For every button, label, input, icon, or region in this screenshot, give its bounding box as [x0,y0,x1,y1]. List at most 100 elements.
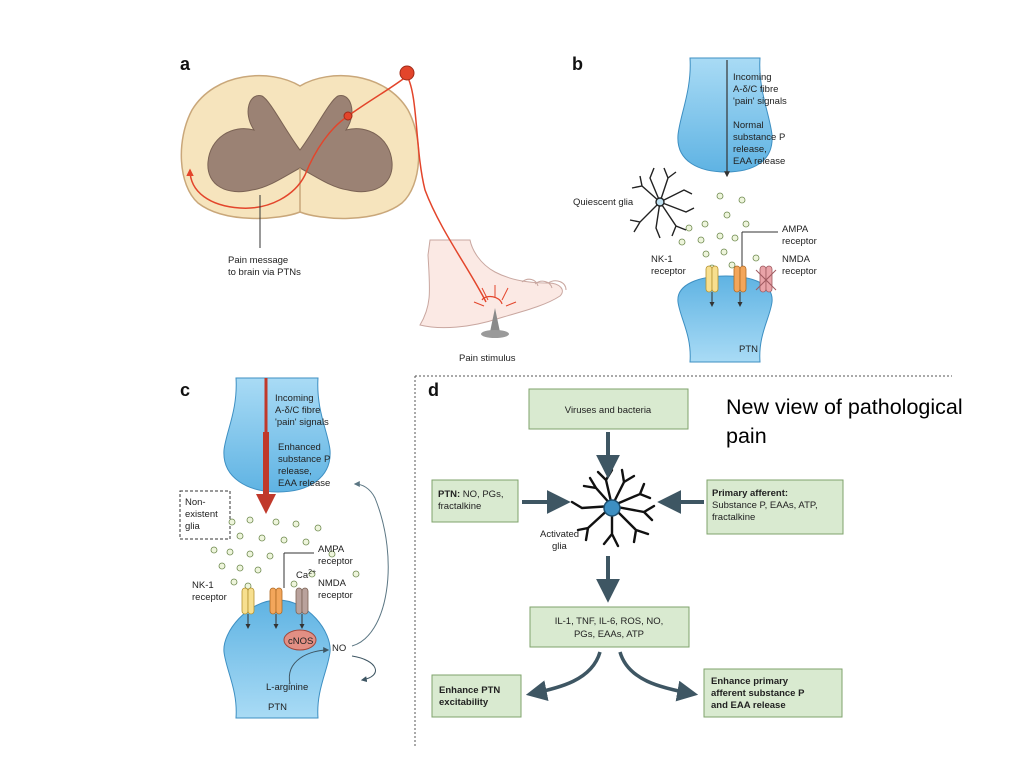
ampa-receptor-icon [269,587,283,629]
enhanced-release-arrowhead [256,494,276,514]
quiescent-glia-icon [629,167,695,239]
enhance-ptn-line1: Enhance PTN [439,685,500,696]
panel-c-label: c [180,380,190,400]
cnos-enzyme [283,629,317,651]
postsynaptic-neuron-ptn [677,275,773,363]
b-release-2: substance P [733,132,785,143]
c-nk1-2: receptor [192,592,227,603]
ptn-factors-line2: fractalkine [438,501,481,512]
panel-d-label: d [428,380,439,400]
postsynaptic-neuron-ptn [223,599,331,719]
enhance-afferent-line1: Enhance primary [711,676,789,687]
c-release-4: EAA release [278,478,330,489]
no-loop-arrow [351,655,376,683]
panel-d: d Viruses and bacteria PTN: NO, PGs, fra… [414,375,952,748]
slide-title-line2: pain [726,424,767,448]
activated-glia-label-2: glia [552,541,568,552]
ampa-receptor-icon [733,265,747,307]
foot-icon [419,239,563,329]
c-nmda-2: receptor [318,590,353,601]
c-ptn-label: PTN [268,702,287,713]
c-incoming-1: Incoming [275,393,314,404]
activated-glia-label-1: Activated [540,529,579,540]
c-nk1-1: NK-1 [192,580,214,591]
c-incoming-2: A-δ/C fibre [275,405,320,416]
retrograde-no-arrow [351,481,389,647]
panel-a-label: a [180,54,191,74]
panel-a: a Pain message to brain via PTNs [180,54,567,364]
panel-b: b Incoming A-δ/C fibre 'pain' signals No… [572,54,817,363]
enhance-ptn-line2: excitability [439,697,489,708]
mediators-to-afferent-arrow [618,651,699,702]
b-release-1: Normal [733,120,764,131]
toe-outline [547,280,567,291]
enhance-afferent-line2: afferent substance P [711,688,805,699]
mediators-to-ptn-arrow [525,651,602,702]
primary-afferent-title: Primary afferent: [712,488,788,499]
c-no: NO [332,643,346,654]
c-release-3: release, [278,466,312,477]
c-ca: Ca2+ [296,569,316,581]
b-release-4: EAA release [733,156,785,167]
pain-message-label-1: Pain message [228,255,288,266]
enhance-ptn-box [431,674,522,718]
primary-afferent-box [706,479,844,535]
neurotransmitter-vesicles [678,192,760,272]
c-cnos: cNOS [288,636,313,647]
viruses-label: Viruses and bacteria [565,405,652,416]
pain-stimulus-label: Pain stimulus [459,353,516,364]
primary-afferent-line1: Substance P, EAAs, ATP, [712,500,818,511]
b-ptn-label: PTN [739,344,758,355]
quiescent-glia-label: Quiescent glia [573,197,634,208]
b-ampa-2: receptor [782,236,817,247]
c-glia-1: Non- [185,497,206,508]
b-release-3: release, [733,144,767,155]
panel-c: c Incoming A-δ/C fibre 'pain' signals En… [179,377,389,719]
mediators-box [529,606,690,648]
nk1-receptor-icon [241,587,255,629]
slide-title: New view of pathological pain [726,393,1016,451]
slide-title-line1: New view of pathological [726,395,963,419]
c-glia-2: existent [185,509,218,520]
c-arginine: L-arginine [266,682,308,693]
dorsal-root-ganglion [399,65,415,81]
nociceptor-ending [481,295,503,305]
c-ampa-1: AMPA [318,544,345,555]
mediators-line1: IL-1, TNF, IL-6, ROS, NO, [555,616,664,627]
non-existent-glia-box [179,490,231,540]
viruses-box [528,388,689,430]
mediators-line2: PGs, EAAs, ATP [574,629,644,640]
b-nk1-2: receptor [651,266,686,277]
b-ampa-1: AMPA [782,224,809,235]
b-nmda-2: receptor [782,266,817,277]
ptn-factors-box [431,479,519,523]
activated-glia-icon [570,468,656,548]
c-ampa-2: receptor [318,556,353,567]
enhance-afferent-box [703,668,843,718]
pain-message-label-2: to brain via PTNs [228,267,301,278]
c-release-2: substance P [278,454,330,465]
enhance-afferent-line3: and EAA release [711,700,786,711]
c-glia-3: glia [185,521,201,532]
nmda-receptor-icon [295,587,309,629]
b-incoming-1: Incoming [733,72,772,83]
nmda-receptor-blocked-icon [755,265,777,293]
neurotransmitter-vesicles [210,516,360,590]
b-incoming-3: 'pain' signals [733,96,787,107]
c-release-1: Enhanced [278,442,321,453]
nk1-receptor-icon [705,265,719,307]
c-nmda-1: NMDA [318,578,347,589]
primary-afferent-line2: fractalkine [712,512,755,523]
panel-b-label: b [572,54,583,74]
pain-stimulus-icon [473,285,517,338]
synapse-dot [343,111,353,121]
b-nk1-1: NK-1 [651,254,673,265]
c-incoming-3: 'pain' signals [275,417,329,428]
b-incoming-2: A-δ/C fibre [733,84,778,95]
presynaptic-terminal [223,377,331,493]
ptn-factors-line1: PTN: NO, PGs, [438,489,503,500]
pain-fibre [186,74,487,303]
toe-outline [521,278,539,287]
b-nmda-1: NMDA [782,254,811,265]
arginine-to-no-arrow [288,647,330,685]
